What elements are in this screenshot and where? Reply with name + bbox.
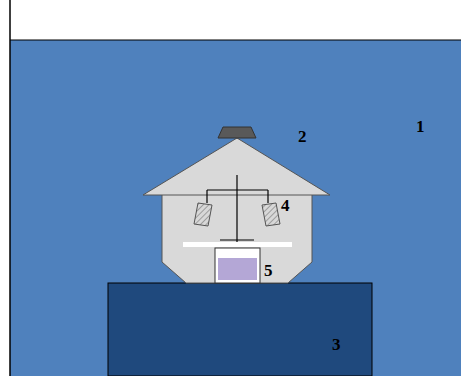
sample-cup (215, 248, 260, 283)
sample-liquid (218, 258, 257, 280)
balance-pan (194, 203, 212, 226)
housing-cap (218, 127, 256, 138)
callout-number: 1 (416, 118, 425, 135)
balance (207, 175, 268, 242)
housing (143, 138, 330, 283)
balance-pan (262, 203, 280, 226)
water-region (10, 40, 461, 376)
support-block (108, 283, 372, 376)
callout-number: 2 (298, 128, 307, 145)
water-surface (10, 39, 461, 40)
shelf (183, 242, 292, 247)
callout-number: 5 (264, 262, 273, 279)
callout-number: 3 (332, 336, 341, 353)
callout-number: 4 (281, 197, 290, 214)
tank-wall (9, 0, 11, 376)
